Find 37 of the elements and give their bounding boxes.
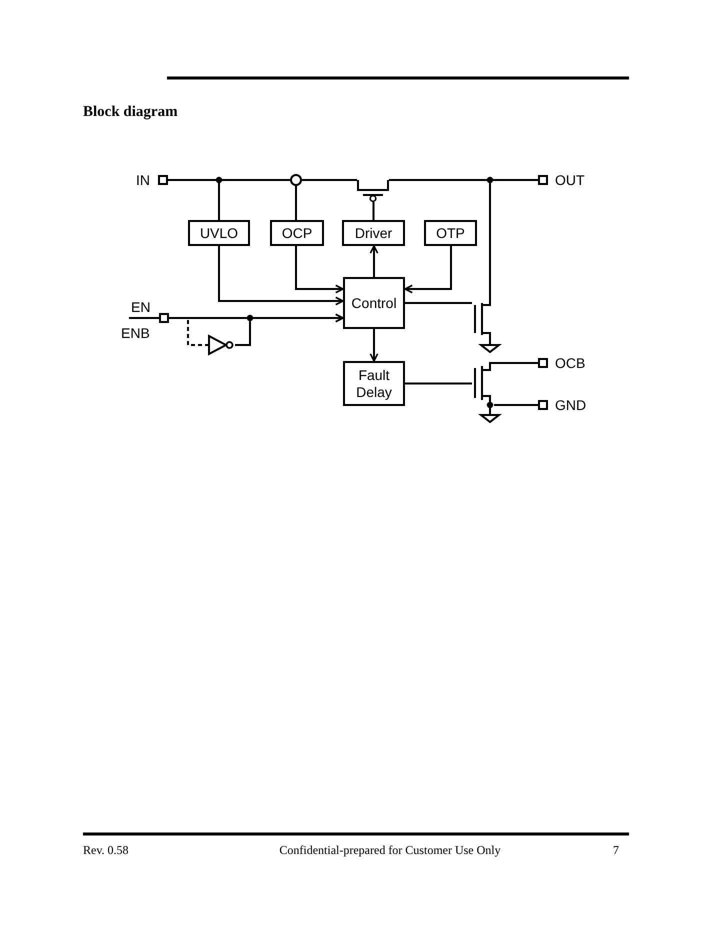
transistor-symbol: [472, 365, 494, 409]
dashed-wire: [169, 317, 208, 346]
pin-label: GND: [555, 397, 586, 413]
wire: [372, 202, 374, 220]
pin-terminal: [538, 358, 548, 368]
pin-terminal: [159, 313, 169, 323]
wire: [489, 362, 538, 365]
fault-delay-block: Fault Delay: [343, 361, 405, 406]
wire: [405, 382, 472, 384]
pin-label: IN: [136, 172, 150, 188]
pin-label: ENB: [121, 325, 150, 341]
footer-text: Confidential-prepared for Customer Use Only: [279, 843, 501, 858]
pin-label: OUT: [555, 172, 585, 188]
footer-text: Rev. 0.58: [83, 843, 129, 858]
driver-block: Driver: [342, 220, 405, 246]
pin-label: EN: [131, 299, 150, 315]
wire: [405, 302, 472, 304]
page-number: 7: [613, 843, 619, 858]
section-title: Block diagram: [83, 104, 178, 121]
inverter-symbol: [208, 335, 235, 355]
arrow: [370, 329, 378, 362]
ocp-block: OCP: [270, 220, 324, 246]
uvlo-block: UVLO: [188, 220, 250, 246]
arrow: [235, 314, 344, 346]
arrow: [370, 245, 378, 277]
transistor-symbol: [472, 303, 492, 335]
pin-label: OCB: [555, 355, 586, 371]
transistor-symbol: [357, 180, 389, 202]
arrow: [295, 246, 344, 294]
pin-terminal: [158, 175, 168, 185]
arrow: [218, 246, 344, 306]
wire: [493, 404, 538, 406]
pin-terminal: [538, 400, 548, 410]
control-block: Control: [343, 277, 405, 329]
arrow: [404, 246, 452, 294]
otp-block: OTP: [424, 220, 477, 246]
pin-terminal: [538, 175, 548, 185]
